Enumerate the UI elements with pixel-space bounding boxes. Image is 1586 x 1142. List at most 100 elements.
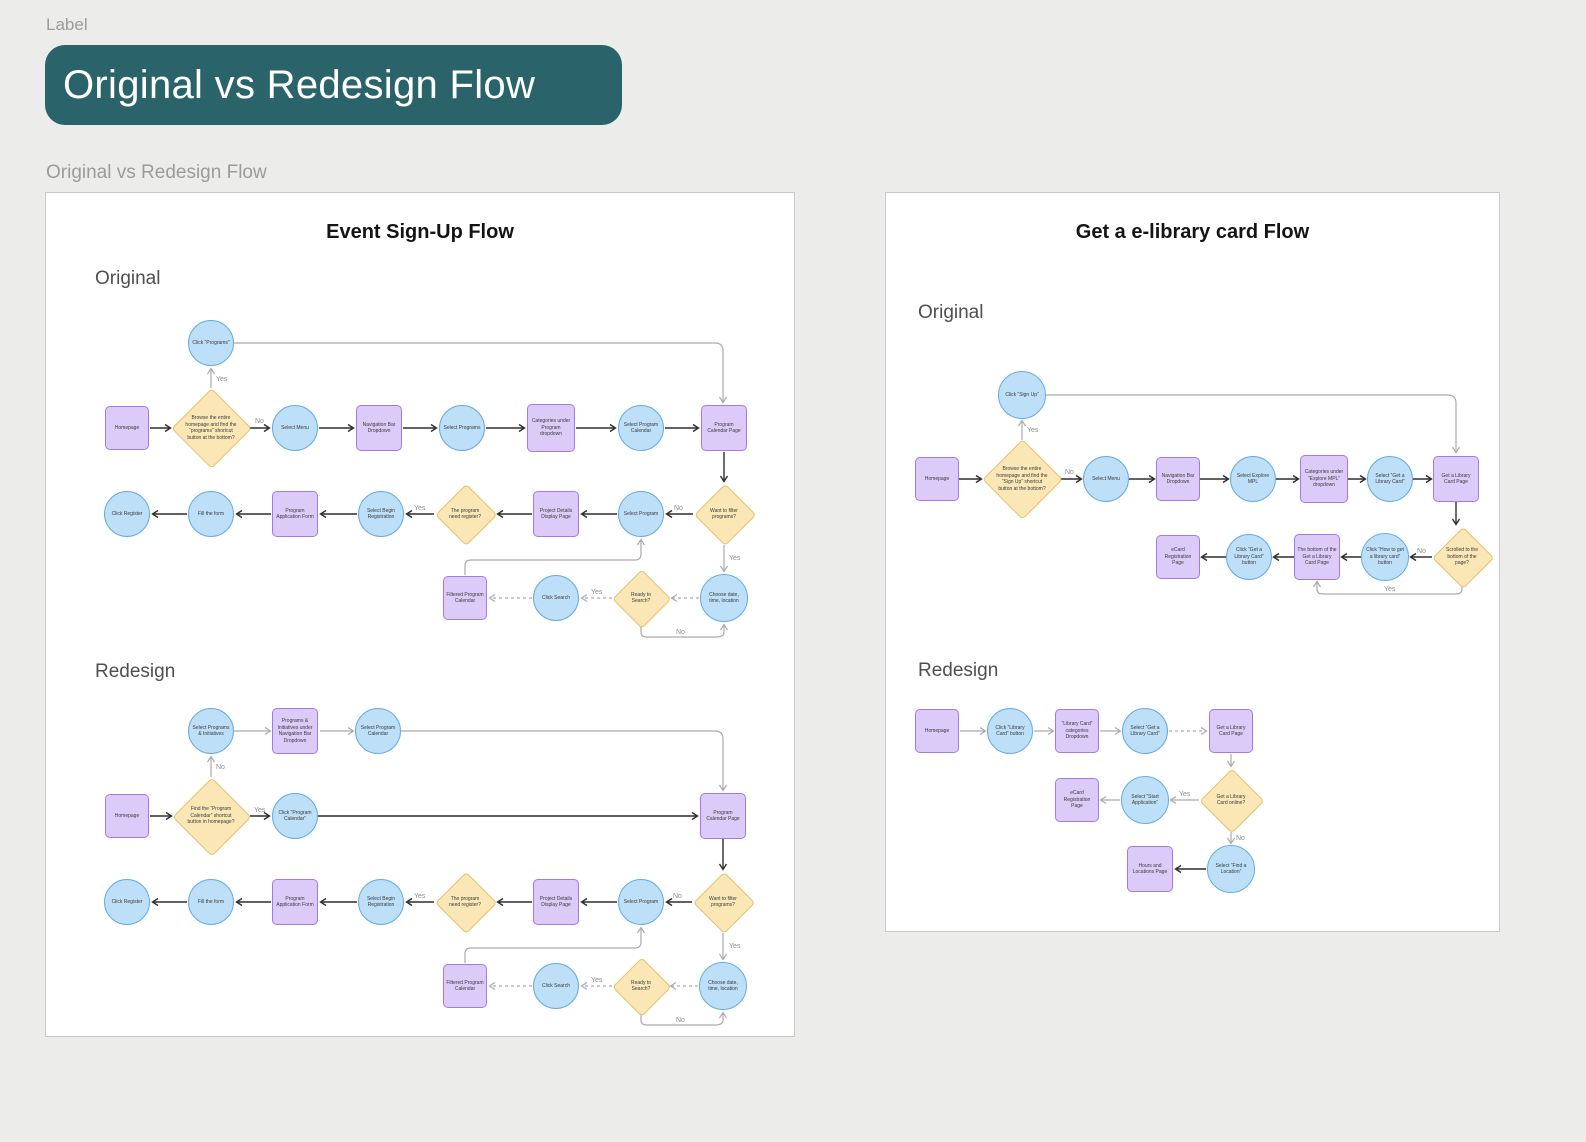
node-label: Select Menu (281, 424, 309, 431)
node-homepage: Homepage (915, 709, 959, 753)
section-label-original: Original (918, 302, 984, 323)
node-select-get-a-library-card: Select “Get a Library Card” (1367, 456, 1413, 502)
title-pill-text: Original vs Redesign Flow (63, 62, 536, 107)
node-ecard-registration-page: eCard Registration Page (1055, 778, 1099, 822)
node-label: Homepage (924, 727, 950, 734)
node-label: “Library Card” categories Dropdown (1061, 721, 1093, 741)
node-filtered-program-calendar: Filtered Program Calendar (443, 964, 487, 1008)
node-label: The program need register? (449, 507, 481, 521)
node-get-a-library-card-page: Get a Library Card Page (1209, 709, 1253, 753)
node-select-program: Select Program (618, 491, 664, 537)
node-select-get-a-library-card: Select “Get a Library Card” (1122, 708, 1168, 754)
node-label: Navigation Bar Dropdown (1161, 472, 1195, 486)
node-label: Click “Sign Up” (1005, 391, 1039, 398)
section-label-original: Original (95, 268, 161, 289)
node-label: Fill the form (197, 898, 225, 905)
node-label: Program Calendar Page (707, 421, 741, 435)
node-select-menu: Select Menu (1083, 456, 1129, 502)
node-label: Categories under “Explore MPL” dropdown (1304, 469, 1344, 489)
node-label: Ready to Search? (630, 979, 651, 993)
node-find-the-program-calendar-shortcut-button-in-homepage: Find the “Program Calendar” shortcut but… (172, 777, 252, 857)
node-label: Select Programs & Initiatives (192, 724, 230, 738)
node-programs-initiatives-under-navigation-bar-dropdown: Programs & Initiatives under Navigation … (272, 708, 318, 754)
node-label: Select Program Calendar (360, 724, 396, 738)
node-label: Scrolled to the bottom of the page? (1446, 547, 1478, 567)
node-label: Navigation Bar Dropdown (362, 421, 396, 435)
node-choose-date-time-location: Choose date, time, location (700, 574, 748, 622)
node-fill-the-form: Fill the form (188, 879, 234, 925)
node-label: The program need register? (449, 895, 481, 909)
node-project-details-display-page: Project Details Display Page (533, 491, 579, 537)
node-ready-to-search: Ready to Search? (612, 569, 672, 629)
node-label: Select Program (623, 510, 659, 517)
node-label: Project Details Display Page (539, 507, 573, 521)
node-label: Select Program Calendar (623, 421, 659, 435)
node-scrolled-to-the-bottom-of-the-page: Scrolled to the bottom of the page? (1431, 526, 1495, 590)
node-get-a-library-card-online: Get a Library Card online? (1199, 768, 1265, 834)
node-the-program-need-register: The program need register? (434, 483, 498, 547)
node-select-explore-mpl: Select Explore MPL (1230, 456, 1276, 502)
node-label: Ready to Search? (630, 591, 651, 605)
node-click-how-to-get-a-library-card-button: Click “How to get a library card” button (1361, 533, 1409, 581)
node-label: Select “Find a Location” (1215, 862, 1247, 876)
node-label: Click “Library Card” button (995, 724, 1025, 738)
node-label: Click Search (541, 594, 571, 601)
section-label-redesign: Redesign (95, 661, 176, 682)
node-select-program-calendar: Select Program Calendar (355, 708, 401, 754)
node-select-begin-registration: Select Begin Registration (358, 879, 404, 925)
node-the-program-need-register: The program need register? (434, 871, 498, 935)
node-ready-to-search: Ready to Search? (612, 957, 672, 1017)
node-categories-under-program-dropdown: Categories under Program dropdown (527, 404, 575, 452)
node-get-a-library-card-page: Get a Library Card Page (1433, 456, 1479, 502)
node-choose-date-time-location: Choose date, time, location (699, 962, 747, 1010)
node-click-get-a-library-card-button: Click “Get a Library Card” button (1226, 534, 1272, 580)
node-label: Hours and Locations Page (1132, 862, 1168, 876)
node-click-register: Click Register (104, 491, 150, 537)
node-want-to-filter-programs: Want to filter programs? (692, 871, 756, 935)
node-navigation-bar-dropdown: Navigation Bar Dropdown (356, 405, 402, 451)
node-label: Find the “Program Calendar” shortcut but… (187, 806, 235, 826)
node-homepage: Homepage (915, 457, 959, 501)
node-select-program: Select Program (618, 879, 664, 925)
node-label: Homepage (114, 812, 140, 819)
panel-title: Event Sign-Up Flow (326, 221, 514, 243)
node-click-sign-up: Click “Sign Up” (998, 371, 1046, 419)
node-label: Filtered Program Calendar (446, 979, 484, 993)
node-select-start-application: Select “Start Application” (1121, 776, 1169, 824)
node-program-application-form: Program Application Form (272, 879, 318, 925)
node-label: Browse the entire homepage and find the … (185, 415, 237, 441)
node-click-search: Click Search (533, 963, 579, 1009)
node-select-find-a-location: Select “Find a Location” (1207, 845, 1255, 893)
node-label: Programs & Initiatives under Navigation … (277, 718, 313, 744)
node-label: The bottom of the Get a Library Card Pag… (1297, 547, 1337, 567)
node-label: Browse the entire homepage and find the … (996, 466, 1048, 492)
node-select-programs-initiatives: Select Programs & Initiatives (188, 708, 234, 754)
node-label: Program Calendar Page (706, 809, 740, 823)
node-label: eCard Registration Page (1063, 790, 1091, 810)
node-project-details-display-page: Project Details Display Page (533, 879, 579, 925)
node-label: Get a Library Card Page (1216, 724, 1246, 738)
node-select-programs: Select Programs (439, 405, 485, 451)
node-label: Click “Programs” (192, 339, 230, 346)
node-click-library-card-button: Click “Library Card” button (987, 708, 1033, 754)
node-label: Categories under Program dropdown (531, 418, 571, 438)
node-label: Select Menu (1092, 475, 1120, 482)
node-label: Homepage (114, 424, 140, 431)
node-label: Fill the form (197, 510, 225, 517)
node-the-bottom-of-the-get-a-library-card-page: The bottom of the Get a Library Card Pag… (1294, 534, 1340, 580)
node-label: Program Application Form (276, 507, 314, 521)
node-browse-the-entire-homepage-and-find-the-programs-shortcut-button-at-the-bottom: Browse the entire homepage and find the … (171, 388, 253, 470)
node-label: Select “Get a Library Card” (1130, 724, 1160, 738)
node-label: Choose date, time, location (708, 979, 738, 993)
node-click-search: Click Search (533, 575, 579, 621)
node-label: Select Programs (443, 424, 481, 431)
node-homepage: Homepage (105, 406, 149, 450)
node-select-menu: Select Menu (272, 405, 318, 451)
node-label: eCard Registration Page (1164, 547, 1192, 567)
node-program-calendar-page: Program Calendar Page (701, 405, 747, 451)
node-fill-the-form: Fill the form (188, 491, 234, 537)
node-label: Want to filter programs? (709, 895, 737, 909)
field-label: Original vs Redesign Flow (46, 162, 267, 183)
node-click-program-calendar: Click “Program Calendar” (272, 793, 318, 839)
